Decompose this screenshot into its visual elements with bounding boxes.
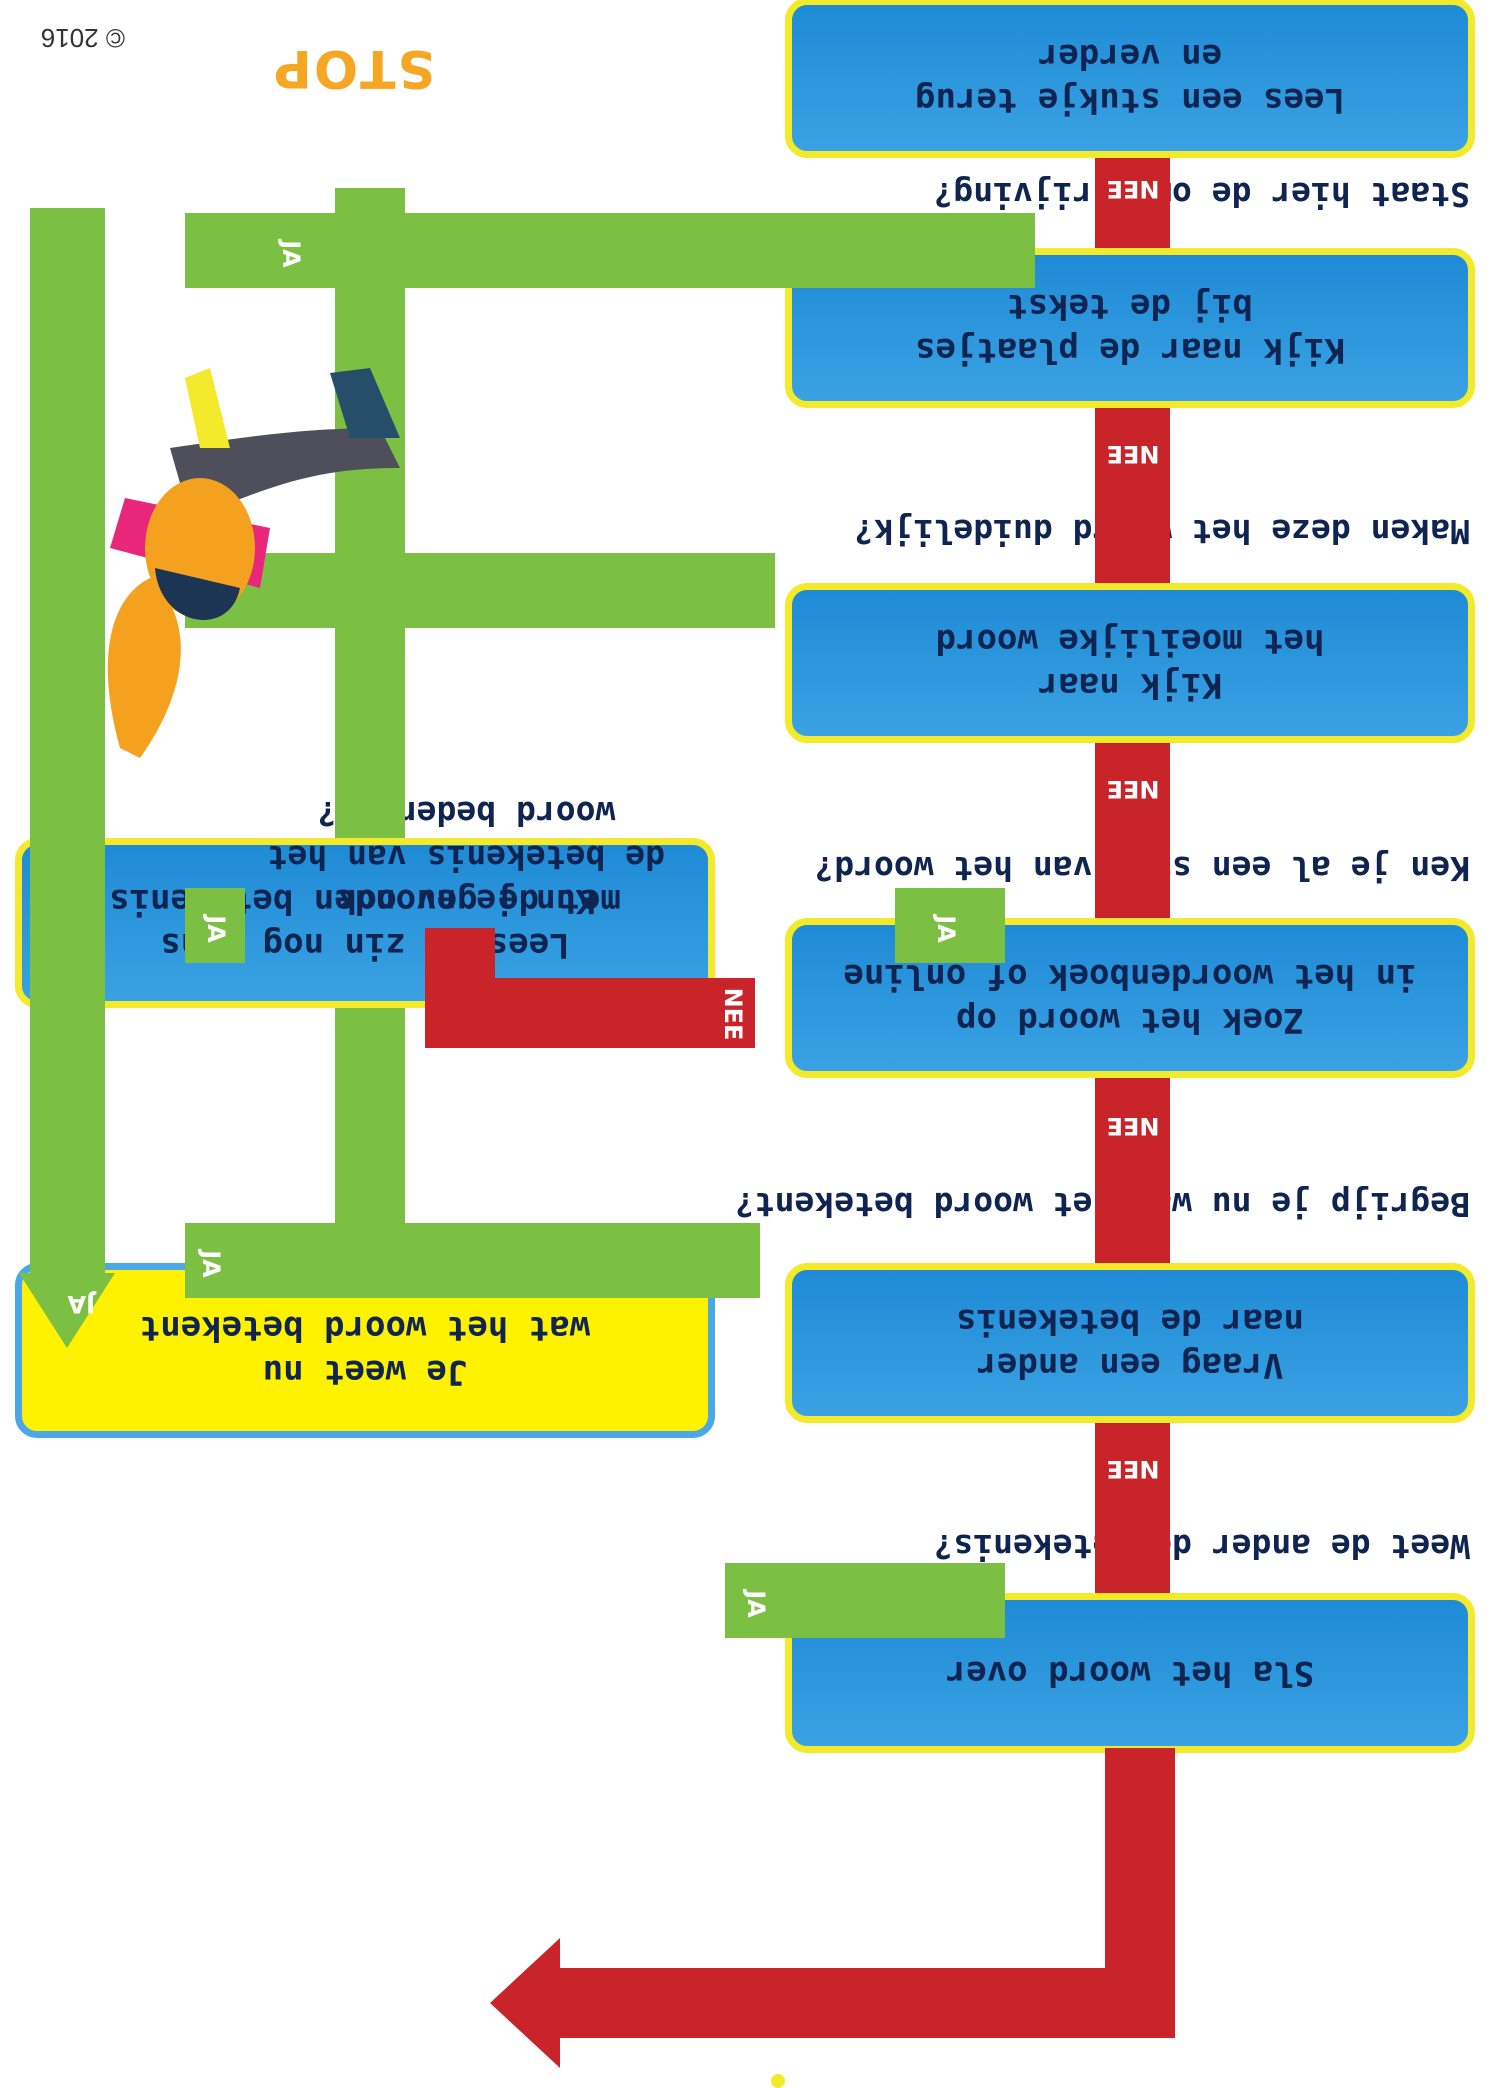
no-label: NEE (1106, 1112, 1160, 1140)
stop-label: STOP (271, 38, 435, 98)
question-other-knows: Weet de ander de betekenis? (933, 1527, 1470, 1566)
no-label: NEE (1106, 440, 1160, 468)
no-connector-5 (1095, 1423, 1170, 1593)
no-connector-1 (1095, 158, 1170, 248)
no-label: NEE (1106, 1455, 1160, 1483)
person-illustration (107, 368, 400, 758)
box-placeholder (771, 2074, 785, 2088)
box-ask-other: Vraag een ander naar de betekenis (785, 1263, 1475, 1423)
no-label: NEE (719, 987, 747, 1041)
no-arrow-deduce-vertical (425, 928, 495, 1048)
box-read-back: Lees een stukje terug en verder (785, 0, 1475, 158)
no-connector-4 (1095, 1078, 1170, 1263)
box-dictionary: Zoek het woord op in het woordenboek of … (785, 918, 1475, 1078)
no-label: NEE (1106, 775, 1160, 803)
yes-arrow-understand (185, 1223, 760, 1298)
question-description: Staat hier de omschrijving? (933, 175, 1470, 214)
box-look-word: Kijk naar het moeilijke woord (785, 583, 1475, 743)
skip-to-stop-arrowhead (490, 1938, 560, 2068)
yes-label: JA (277, 240, 306, 268)
yes-label: JA (742, 1590, 771, 1618)
copyright: © 2016 (40, 23, 125, 53)
yes-label: JA (932, 915, 961, 943)
no-connector-3 (1095, 743, 1170, 918)
yes-label: JA (67, 1290, 95, 1318)
no-connector-2 (1095, 408, 1170, 583)
yes-label: JA (197, 1250, 226, 1278)
known-to-reread (335, 1008, 405, 1263)
skip-to-stop-horizontal (555, 1968, 1175, 2038)
question-can-deduce: Kun je nu ook de betekenis van het woord… (267, 794, 665, 921)
yes-label: JA (202, 915, 231, 943)
yes-arrow-description (185, 213, 1035, 288)
no-label: NEE (1106, 175, 1160, 203)
